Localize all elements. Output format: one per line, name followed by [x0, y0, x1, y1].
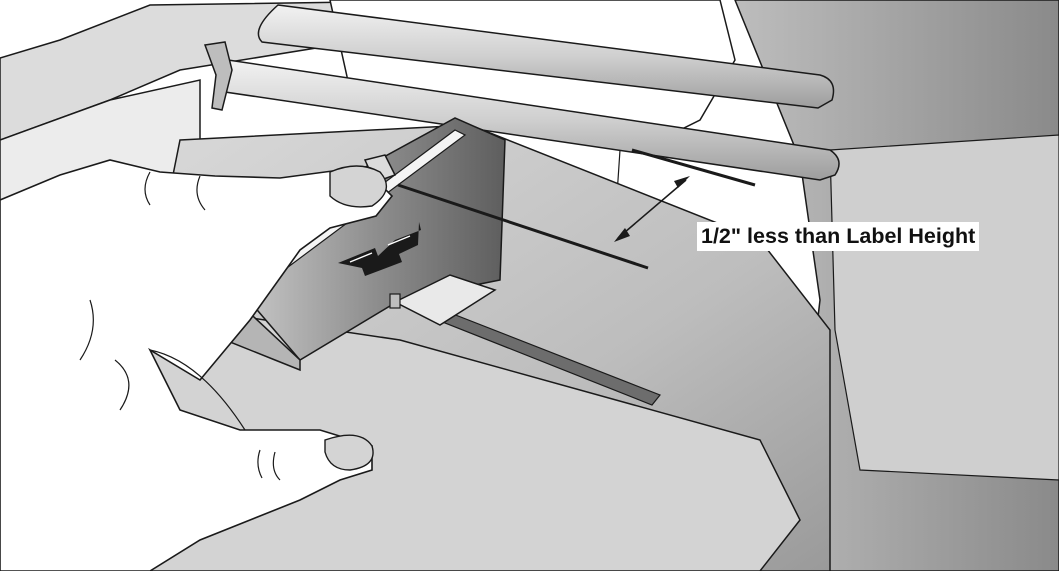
roller-clip	[203, 41, 233, 111]
dimension-arrow-icon	[614, 176, 690, 242]
double-arrow-icon	[338, 222, 421, 276]
printer-housing-right-face	[829, 134, 1059, 481]
guide-bar-line	[397, 183, 649, 270]
guide-pin	[389, 293, 401, 309]
hand-crease	[79, 171, 281, 481]
double-arrow-highlight	[349, 235, 411, 263]
hand-shadow	[149, 349, 246, 431]
label-guide-tab	[393, 274, 497, 326]
upper-roller	[257, 4, 835, 109]
hand	[0, 159, 394, 571]
finger-nail	[324, 434, 374, 471]
thumb-nail	[329, 165, 388, 208]
label-reference-line	[631, 148, 756, 187]
callout-label: 1/2" less than Label Height	[697, 222, 980, 251]
